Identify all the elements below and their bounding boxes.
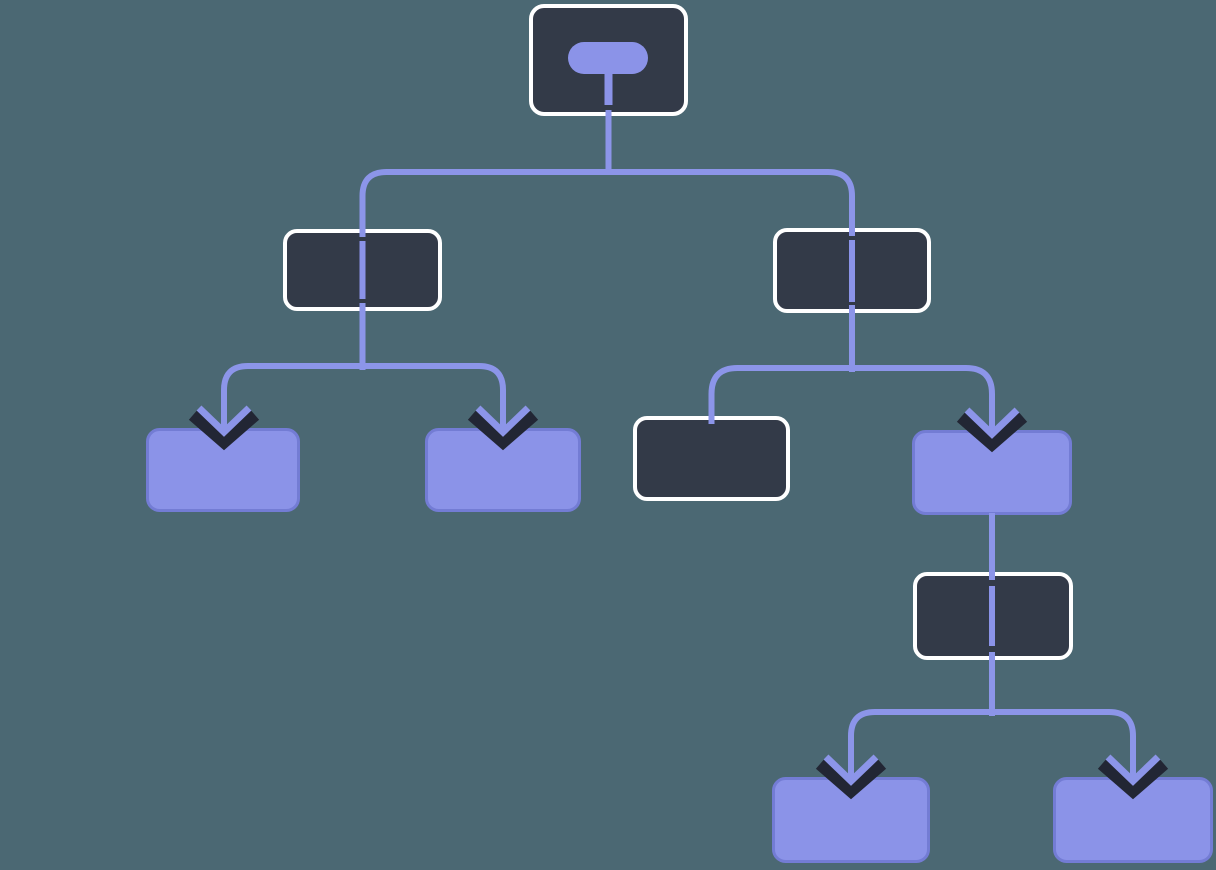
chevron-down-dark-icon [815, 759, 887, 800]
node-root[interactable] [529, 4, 688, 116]
chevron-down-accent-icon [196, 405, 252, 437]
arrow-marker-leaf-bottom-1 [815, 754, 887, 800]
root-stem-icon [604, 72, 613, 105]
arrow-marker-leaf-bottom-2 [1097, 754, 1169, 800]
arrow-marker-leaf-left-1 [188, 405, 260, 451]
leaf-dark-box [633, 416, 790, 501]
branch-right-vertical-line-icon [849, 240, 855, 302]
edges [221, 110, 1136, 782]
edge-branch-left-to-leaves [221, 363, 506, 433]
root-icon [568, 42, 648, 105]
node-branch-right[interactable] [773, 228, 931, 313]
arrow-marker-leaf-left-2 [467, 405, 539, 451]
root-pill-icon [568, 42, 648, 74]
node-branch-bottom[interactable] [913, 572, 1073, 660]
arrow-markers [188, 405, 1169, 800]
nodes [146, 4, 1213, 863]
arrow-marker-mid-purple [956, 407, 1028, 453]
branch-bottom-vertical-line-icon [989, 586, 995, 646]
chevron-down-accent-icon [964, 407, 1020, 439]
edge-root-to-branches [359, 169, 855, 237]
node-leaf-dark[interactable] [633, 416, 790, 501]
chevron-down-accent-icon [823, 754, 879, 786]
chevron-down-dark-icon [956, 412, 1028, 453]
chevron-down-accent-icon [475, 405, 531, 437]
edge-branch-bottom-to-leaves [848, 709, 1136, 782]
chevron-down-dark-icon [188, 410, 260, 451]
node-branch-left[interactable] [283, 229, 442, 311]
branch-left-vertical-line-icon [359, 241, 366, 299]
chevron-down-accent-icon [1105, 754, 1161, 786]
chevron-down-dark-icon [467, 410, 539, 451]
chevron-down-dark-icon [1097, 759, 1169, 800]
edge-branch-right-to-children [708, 365, 995, 435]
